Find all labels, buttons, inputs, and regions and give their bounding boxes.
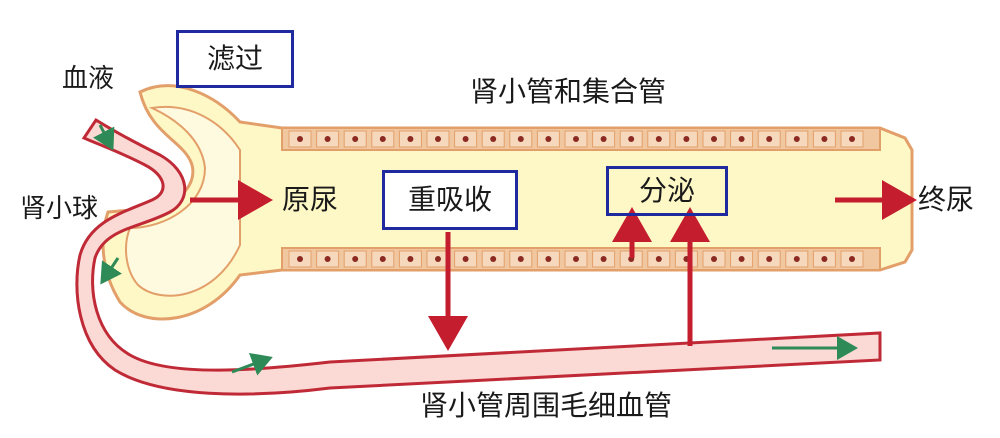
cell-nucleus-dot — [793, 136, 800, 142]
blood-flow-arrow — [93, 124, 115, 151]
cell-nucleus-dot — [297, 136, 303, 142]
blood-label: 血液 — [62, 64, 115, 94]
filtration-box: 滤过 — [176, 30, 294, 88]
cell-nucleus-dot — [324, 136, 331, 142]
cell-nucleus-dot — [435, 136, 441, 142]
cell-nucleus-dot — [573, 136, 579, 142]
cell-nucleus-dot — [738, 136, 745, 142]
cell-nucleus-dot — [407, 256, 414, 262]
cell-nucleus-dot — [766, 136, 773, 142]
cell-nucleus-dot — [738, 256, 745, 262]
cell-nucleus-dot — [435, 256, 441, 262]
secretion-box: 分泌 — [606, 166, 728, 216]
cell-nucleus-dot — [379, 136, 386, 142]
cell-nucleus-dot — [517, 136, 524, 142]
cell-nucleus-dot — [683, 136, 690, 142]
capillaries-label: 肾小管周围毛细血管 — [420, 389, 673, 422]
cell-nucleus-dot — [655, 256, 662, 262]
cell-nucleus-dot — [297, 256, 303, 262]
cell-nucleus-dot — [490, 136, 497, 142]
cell-nucleus-dot — [490, 256, 497, 262]
cell-nucleus-dot — [462, 136, 469, 142]
cell-nucleus-dot — [324, 256, 331, 262]
cell-nucleus-dot — [407, 136, 414, 142]
capsule-lumen — [125, 105, 241, 297]
cell-nucleus-dot — [517, 256, 524, 262]
cell-nucleus-dot — [545, 256, 552, 262]
cell-nucleus-dot — [655, 136, 662, 142]
cell-nucleus-dot — [600, 256, 607, 262]
cell-nucleus-dot — [849, 256, 855, 262]
cell-nucleus-dot — [849, 136, 855, 142]
cell-nucleus-dot — [352, 256, 359, 262]
blood-flow-arrow — [100, 257, 122, 285]
cell-nucleus-dot — [462, 256, 469, 262]
cell-nucleus-dot — [793, 256, 800, 262]
glomerulus-vessel — [75, 117, 882, 396]
cell-nucleus-dot — [821, 256, 828, 262]
blood-flow-arrow — [231, 352, 273, 376]
cell-nucleus-dot — [766, 256, 773, 262]
cell-nucleus-dot — [545, 136, 552, 142]
glomerulus-label: 肾小球 — [20, 194, 99, 224]
reabsorption-box: 重吸收 — [382, 170, 518, 230]
cell-nucleus-dot — [628, 136, 635, 142]
cell-nucleus-dot — [352, 136, 359, 142]
final-urine-label: 终尿 — [918, 183, 975, 216]
primary-urine-label: 原尿 — [282, 183, 339, 216]
cell-nucleus-dot — [600, 136, 607, 142]
cell-nucleus-dot — [821, 136, 828, 142]
cell-nucleus-dot — [711, 136, 717, 142]
cell-nucleus-dot — [711, 256, 717, 262]
cell-nucleus-dot — [379, 256, 386, 262]
cell-nucleus-dot — [573, 256, 579, 262]
tubule-duct-label: 肾小管和集合管 — [470, 75, 667, 108]
